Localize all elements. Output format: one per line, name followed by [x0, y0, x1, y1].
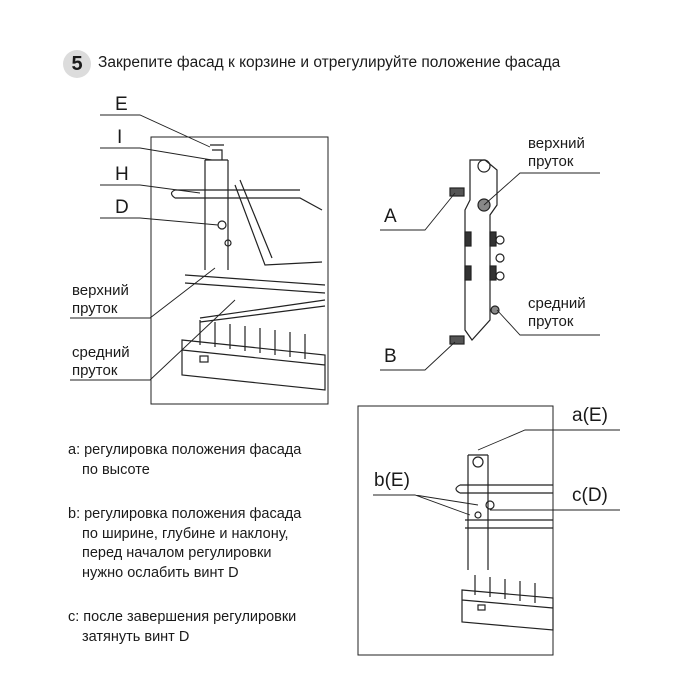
note-line: c: после завершения регулировки [68, 609, 297, 625]
middle-rod-line2: пруток [528, 313, 574, 330]
label-b: B [384, 346, 397, 367]
middle-rod-line1: средний [528, 295, 586, 312]
step-title: Закрепите фасад к корзине и отрегулируйт… [98, 54, 561, 71]
note-line: затянуть винт D [82, 628, 190, 645]
side-bracket-drawing [380, 159, 600, 371]
note-line: по ширине, глубине и наклону, [82, 525, 289, 542]
upper-rod-line1: верхний [528, 135, 585, 152]
label-e: E [115, 94, 128, 115]
note-a: a: регулировка положения фасада по высот… [68, 441, 301, 480]
note-line: нужно ослабить винт D [82, 564, 239, 581]
upper-rod-label-left: верхний пруток [72, 282, 129, 318]
upper-rod-label-right: верхний пруток [528, 135, 585, 171]
label-d: D [115, 197, 129, 218]
note-line: перед началом регулировки [82, 545, 272, 561]
step-number-badge: 5 [63, 50, 91, 78]
note-line: по высоте [82, 461, 150, 478]
note-b: b: регулировка положения фасада по ширин… [68, 505, 301, 583]
note-line: b: регулировка положения фасада [68, 506, 302, 522]
label-a: A [384, 206, 397, 227]
upper-rod-line1: верхний [72, 282, 129, 299]
label-a-e: a(E) [572, 405, 608, 426]
note-line: a: регулировка положения фасада [68, 442, 302, 458]
label-i: I [117, 127, 123, 148]
detail-drawing [357, 405, 620, 656]
label-h: H [115, 164, 129, 185]
middle-rod-label-left: средний пруток [72, 344, 130, 380]
note-c: c: после завершения регулировки затянуть… [68, 608, 296, 647]
middle-rod-line2: пруток [72, 362, 118, 379]
upper-rod-line2: пруток [72, 300, 118, 317]
left-basket-drawing [70, 114, 329, 405]
label-c-d: c(D) [572, 485, 608, 506]
upper-rod-line2: пруток [528, 153, 574, 170]
middle-rod-line1: средний [72, 344, 130, 361]
label-b-e: b(E) [374, 470, 410, 491]
middle-rod-label-right: средний пруток [528, 295, 586, 331]
